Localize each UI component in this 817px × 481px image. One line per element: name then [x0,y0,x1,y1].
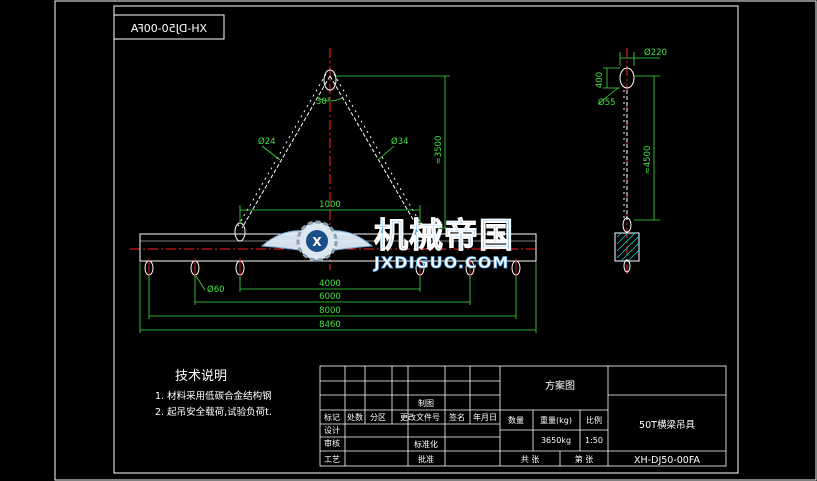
outer-frame [54,0,817,481]
tb-footer-left: 共 张 [521,455,540,464]
dim-d24: Ø24 [258,136,276,147]
title-block-texts: 方案图 数量 重量(kg) 比例 3650kg 1:50 50T横梁吊具 XH-… [324,379,700,466]
dim-8460: 8460 [319,320,341,330]
top-lug-left [234,222,246,242]
tb-r3-c3: 标准化 [414,439,438,449]
tb-code: XH-DJ50-00FA [634,455,700,466]
tb-r1-c5: 签名 [449,412,465,422]
tb-r1-c3: 分区 [370,413,386,422]
dim-8000: 8000 [319,306,341,316]
tb-weight: 3650kg [541,436,571,445]
tb-footer-right: 第 张 [575,454,594,464]
notes-line2: 2. 起吊安全载荷,试验负荷t. [155,406,272,418]
tb-r2-c1: 设计 [324,425,340,435]
side-hatch [616,232,640,262]
tb-r1-c6: 年月日 [473,412,497,422]
title-block [319,365,727,467]
dim-side-4500: ≈4500 [643,146,653,175]
tb-r4-c3: 批准 [418,454,434,464]
dim-side-220: Ø220 [644,47,667,58]
tb-title: 50T横梁吊具 [639,419,695,431]
gear-letter: X [312,235,322,249]
front-dim-texts: 30° Ø24 Ø34 ≈3500 1000 4000 6000 8000 84… [207,97,444,330]
dim-3500: ≈3500 [434,136,444,165]
tb-r3-c1: 审核 [324,438,340,448]
side-dimensions [597,52,660,221]
dim-d34: Ø34 [391,136,409,147]
tb-r1-c2: 处数 [347,412,363,422]
code-box [113,14,225,40]
watermark-cn: 机械帝国 [374,216,514,256]
notes-title: 技术说明 [175,369,227,384]
watermark-logo: X 机械帝国 JXDIGUO.COM [260,216,514,272]
tb-scale: 1:50 [585,436,603,445]
dim-6000: 6000 [319,292,341,302]
tb-r1-c1: 标记 [324,412,340,422]
dim-4000: 4000 [319,279,341,289]
master-link [323,69,337,91]
tb-weight-label: 重量(kg) [540,415,572,425]
dim-d60: Ø60 [207,284,225,295]
tb-drawing-name: 方案图 [545,379,575,392]
dim-side-400: 400 [595,72,605,88]
tb-qty-label: 数量 [508,415,524,425]
front-dimensions [139,75,537,333]
dim-1000: 1000 [319,200,341,210]
technical-notes: 技术说明 1. 材料采用低碳合金结构钢 2. 起吊安全载荷,试验负荷t. [155,369,272,418]
side-beam-section [614,232,640,262]
hook-centerlines [148,258,517,278]
dim-side-d55: Ø55 [598,97,616,108]
right-chain-sling [329,73,423,229]
tb-r2-c3: 制图 [418,398,434,408]
tb-r4-c1: 工艺 [324,455,340,464]
side-chain [619,67,635,233]
dim-angle: 30° [316,97,331,107]
side-dim-texts: Ø220 400 Ø55 ≈4500 [595,47,667,174]
tb-scale-label: 比例 [586,415,602,425]
inner-frame [113,5,739,474]
left-chain-sling [237,73,331,229]
tb-r1-c4: 更改文件号 [400,412,440,422]
mirrored-code: XH-DJ50-00FA [130,22,207,35]
notes-line1: 1. 材料采用低碳合金结构钢 [155,390,272,402]
watermark-en: JXDIGUO.COM [373,253,509,272]
side-bottom-hook [623,259,631,273]
